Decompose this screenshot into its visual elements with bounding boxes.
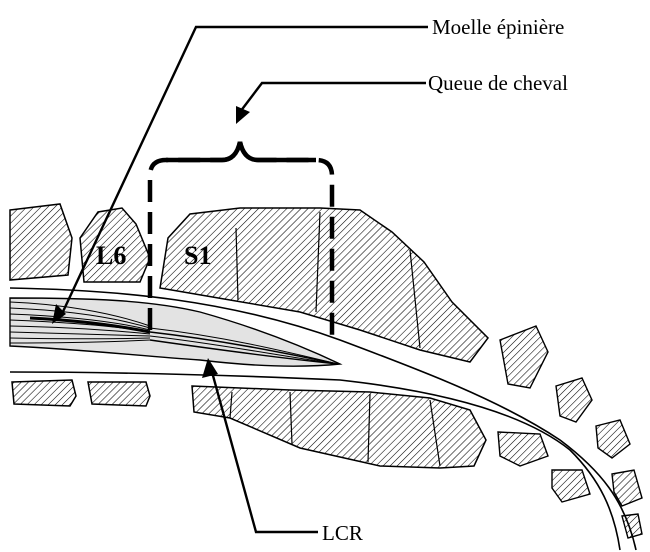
label-spinal-cord: Moelle épinière [432, 15, 564, 39]
dorsal-process-left [10, 204, 72, 280]
label-vertebra-s1: S1 [184, 241, 211, 270]
leader-queue [240, 83, 426, 112]
vertebral-body-1 [12, 380, 76, 406]
caudal-3 [498, 432, 548, 466]
label-vertebra-l6: L6 [96, 241, 126, 270]
vertebral-body-2 [88, 382, 150, 406]
caudal-2 [556, 378, 592, 422]
caudal-5 [596, 420, 630, 458]
label-cauda-equina: Queue de cheval [428, 71, 568, 95]
caudal-4 [552, 470, 590, 502]
caudal-1 [500, 326, 548, 388]
ventral-bones [12, 380, 486, 468]
label-csf: LCR [322, 521, 363, 545]
